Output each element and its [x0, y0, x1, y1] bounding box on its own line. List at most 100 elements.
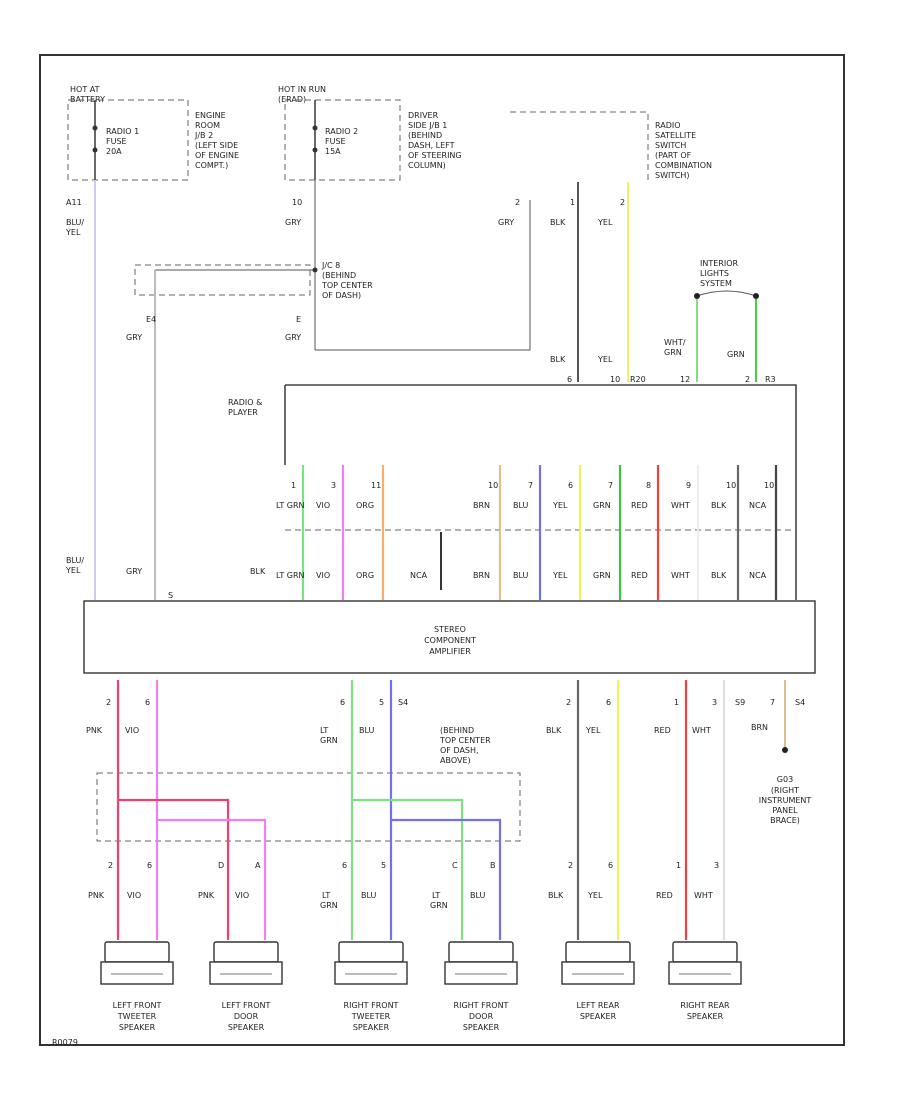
- wire-label-nca-stub: NCA: [410, 571, 428, 580]
- wire-label-blk-mid: BLK: [550, 355, 566, 364]
- pin-l-rear-1: 6: [608, 861, 613, 870]
- wire-rf-door-1: [391, 818, 502, 940]
- wire-label-lf-door-1: VIO: [235, 891, 249, 900]
- pin-radio-6: 7: [608, 481, 613, 490]
- pin-s9: S9: [735, 698, 745, 707]
- wire-label-yel-upper: YEL: [552, 501, 568, 510]
- wire-label-lf-tweeter-1: VIO: [127, 891, 141, 900]
- wire-label-l-rear-0: BLK: [548, 891, 564, 900]
- driver-jb-box: [284, 99, 401, 181]
- pin-radio-7: 8: [646, 481, 651, 490]
- pin-amp-out-1: 6: [145, 698, 150, 707]
- wire-label-blk-upper: BLK: [711, 501, 727, 510]
- wire-label-amp-out-4: BLK: [546, 726, 562, 735]
- pin-radio-5: 6: [568, 481, 573, 490]
- wire-label-amp-out-0: PNK: [86, 726, 103, 735]
- wire-label-grn-top: GRN: [727, 350, 745, 359]
- wire-label-blu-yel-lower: BLU/YEL: [65, 556, 84, 575]
- wire-label-rf-tweeter-0: LT: [322, 891, 330, 900]
- wire-label-brn-lower: BRN: [473, 571, 490, 580]
- engine-room-jb-box: [67, 99, 189, 181]
- pin-radio-9: 10: [726, 481, 736, 490]
- wire-label-org-upper: ORG: [356, 501, 374, 510]
- pin-radio-0: 1: [291, 481, 296, 490]
- pin-amp-out-7: 3: [712, 698, 717, 707]
- wire-label-lf-door-0: PNK: [198, 891, 215, 900]
- wire-label-grn-upper: GRN: [593, 501, 611, 510]
- wire-label-yel-lower: YEL: [552, 571, 568, 580]
- wire-label-r-rear-0: RED: [656, 891, 673, 900]
- pin-s4-gnd: S4: [795, 698, 805, 707]
- wire-label-lf-tweeter-0: PNK: [88, 891, 105, 900]
- pin-rf-tweeter-0: 6: [342, 861, 347, 870]
- wire-label-amp-out-7: WHT: [692, 726, 711, 735]
- wire-label-gry-4: GRY: [498, 218, 514, 227]
- pin-amp-out-4: 2: [566, 698, 571, 707]
- pin-radio-1: 3: [331, 481, 336, 490]
- behind-dash-connector-box: [96, 772, 521, 842]
- wire-label-yel-top: YEL: [597, 218, 613, 227]
- hot-in-run-label: HOT IN RUN(ERAD): [278, 85, 326, 104]
- radio-player-label: RADIO &PLAYER: [228, 398, 262, 417]
- wire-label-blk-amp: BLK: [250, 567, 266, 576]
- wire-label-amp-out-5: YEL: [585, 726, 601, 735]
- pin-e-2: E: [296, 315, 301, 324]
- pin-10: 10: [292, 198, 302, 207]
- wire-rf-door-0: [352, 798, 464, 940]
- wire-label-rf-door-1: BLU: [470, 891, 486, 900]
- pin-a11: A11: [66, 198, 82, 207]
- wire-label-blu-yel: BLU/YEL: [65, 218, 84, 237]
- pin-6-r: 6: [567, 375, 572, 384]
- wire-label-lt-grn-upper: LT GRN: [276, 501, 305, 510]
- wire-label-gry-2: GRY: [126, 333, 142, 342]
- pin-1-top: 1: [570, 198, 575, 207]
- wire-label-blk-lower: BLK: [711, 571, 727, 580]
- wire-label-r-rear-1: WHT: [694, 891, 713, 900]
- wire-label-amp-out-6: RED: [654, 726, 671, 735]
- jc8-box: [134, 264, 311, 296]
- wire-label-yel-mid: YEL: [597, 355, 613, 364]
- wire-label-lt-grn-lower: LT GRN: [276, 571, 305, 580]
- pin-amp-out-3: 5: [379, 698, 384, 707]
- pin-7-gnd: 7: [770, 698, 775, 707]
- pin-radio-4: 7: [528, 481, 533, 490]
- diagram-frame: [39, 54, 845, 1046]
- wire-lf-door-1: [157, 818, 267, 940]
- amplifier-to-speaker-wires: 2PNK6VIODPNKAVIO6LT5BLUCLTBBLU2BLK6YEL1R…: [86, 680, 745, 940]
- wire-label-vio-upper: VIO: [316, 501, 330, 510]
- pin-amp-out-6: 1: [674, 698, 679, 707]
- diagram-code: R0079: [52, 1038, 78, 1047]
- wire-label-red-lower: RED: [631, 571, 648, 580]
- pin-lf-tweeter-0: 2: [108, 861, 113, 870]
- wire-label-l-rear-1: YEL: [587, 891, 603, 900]
- wire-label-amp-out-2: LT: [320, 726, 328, 735]
- wire-label-grn-lower: GRN: [320, 736, 338, 745]
- wire-label-wht-upper: WHT: [671, 501, 690, 510]
- pin-rf-door-1: B: [490, 861, 496, 870]
- wire-label-grn-door: GRN: [430, 901, 448, 910]
- wire-label-amp-out-1: VIO: [125, 726, 139, 735]
- wire-label-grn-lower: GRN: [593, 571, 611, 580]
- wire-label-red-upper: RED: [631, 501, 648, 510]
- pin-2-top: 2: [515, 198, 520, 207]
- pin-s: S: [168, 591, 173, 600]
- pin-r20: R20: [630, 375, 646, 384]
- pin-radio-8: 9: [686, 481, 691, 490]
- stereo-component-amplifier: [83, 600, 816, 674]
- wire-label-blk-top: BLK: [550, 218, 566, 227]
- pin-e: E4: [146, 315, 156, 324]
- wire-label-wht-lower: WHT: [671, 571, 690, 580]
